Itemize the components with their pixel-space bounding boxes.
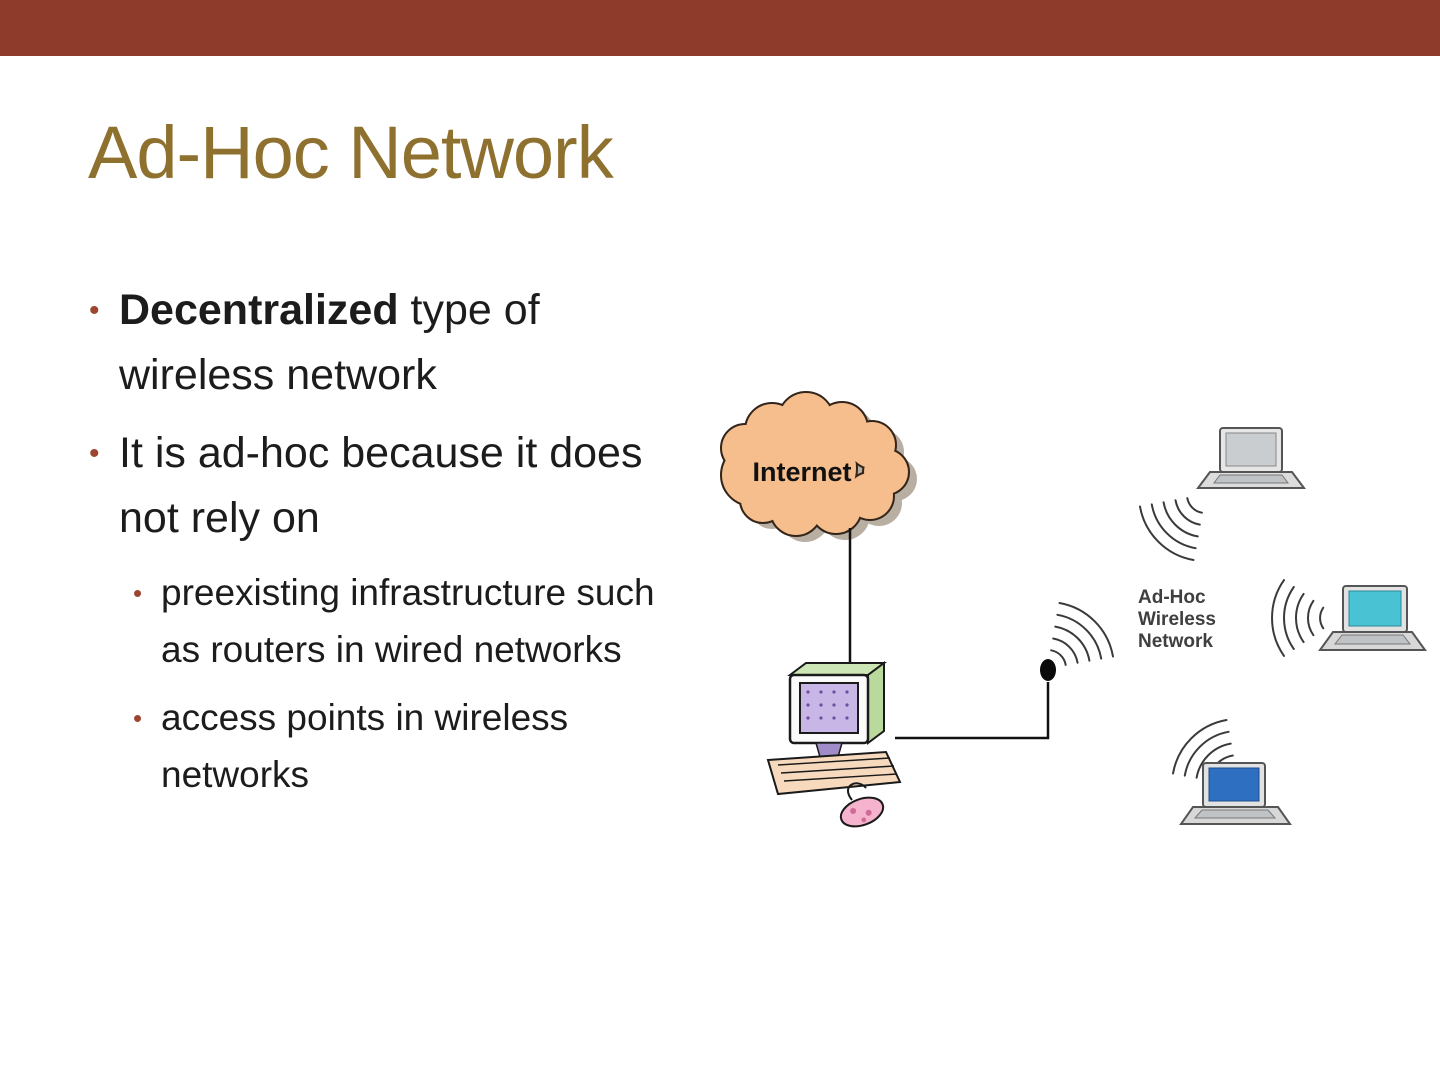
computer-to-antenna-line	[895, 682, 1050, 740]
monitor-side-face	[867, 661, 885, 745]
slide-title: Ad-Hoc Network	[88, 111, 614, 194]
laptop-bottom-icon	[1179, 762, 1292, 825]
laptop-right-icon	[1318, 585, 1427, 651]
bullet-list: Decentralized type of wireless network I…	[85, 278, 695, 813]
adhoc-network-label: Ad-Hoc Wireless Network	[1138, 587, 1216, 652]
bullet-1-bold-text: Decentralized	[119, 286, 399, 334]
sub-bullet-item-1: preexisting infrastructure such as route…	[129, 564, 689, 679]
screen-dots	[806, 690, 849, 720]
internet-cloud-icon: Internet	[720, 391, 917, 542]
top-accent-bar	[0, 0, 1440, 56]
mouse-icon	[839, 796, 885, 828]
antenna-dot	[1040, 659, 1056, 681]
network-diagram: Internet	[690, 380, 1440, 880]
sub-bullet-2-text: access points in wireless networks	[161, 696, 569, 796]
wifi-arcs-right-laptop-icon	[1271, 579, 1325, 657]
monitor-screen	[799, 682, 859, 734]
bullet-item-1: Decentralized type of wireless network	[85, 278, 695, 407]
laptop-top-icon	[1196, 427, 1306, 489]
adhoc-label-line1: Ad-Hoc	[1138, 587, 1206, 608]
keyboard-icon	[766, 750, 902, 796]
wifi-arcs-antenna-icon	[1050, 602, 1114, 666]
sub-bullet-1-text: preexisting infrastructure such as route…	[161, 572, 655, 671]
bullet-2-text: It is ad-hoc because it does not rely on	[119, 429, 643, 542]
wifi-arcs-top-laptop-icon	[1139, 497, 1203, 561]
adhoc-label-line2: Wireless	[1138, 609, 1216, 630]
adhoc-label-line3: Network	[1138, 631, 1213, 652]
desktop-computer-icon	[766, 661, 902, 828]
keyboard-keys	[777, 757, 898, 782]
internet-label: Internet	[752, 457, 851, 487]
mouse-cable	[847, 782, 867, 801]
network-diagram-canvas: Internet	[720, 391, 1427, 828]
sub-bullet-item-2: access points in wireless networks	[129, 689, 689, 804]
bullet-1-text: type of wireless network	[119, 286, 540, 399]
bullet-item-2: It is ad-hoc because it does not rely on	[85, 421, 695, 550]
